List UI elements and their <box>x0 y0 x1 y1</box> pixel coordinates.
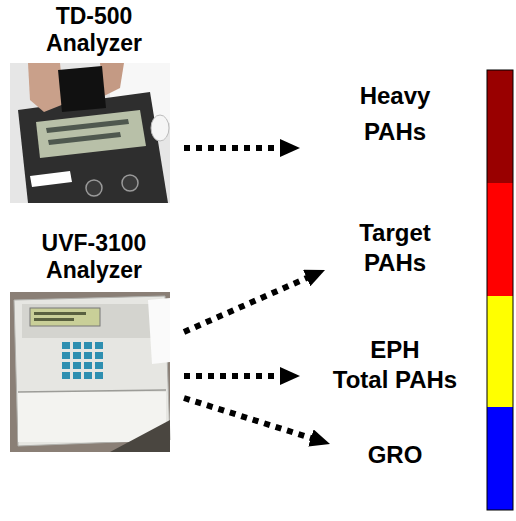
cuvette-holder <box>58 66 106 112</box>
photo-slot <box>4 63 184 203</box>
lcd-line <box>46 119 129 133</box>
keypad <box>95 352 103 359</box>
keypad <box>95 362 103 369</box>
keypad <box>62 362 70 369</box>
device-heading: UVF-3100 Analyzer <box>4 230 184 284</box>
text-line: Heavy <box>300 78 490 114</box>
keypad <box>73 342 81 349</box>
paper <box>148 298 170 364</box>
bar-segment <box>487 296 513 407</box>
dotted-arrow <box>184 145 282 151</box>
keypad <box>73 372 81 379</box>
keypad <box>73 362 81 369</box>
device-body <box>14 296 170 446</box>
result-text: Heavy PAHs <box>300 78 490 150</box>
keypad <box>73 352 81 359</box>
panel-edge <box>18 390 166 392</box>
dotted-arrow <box>184 373 282 379</box>
text-line: PAHs <box>325 248 465 278</box>
device-heading: TD-500 Analyzer <box>4 3 184 57</box>
keypad <box>62 342 103 379</box>
bar-segment <box>487 407 513 510</box>
text-line: TD-500 <box>4 3 184 30</box>
analyzer-photo: TD-500 Analyzer <box>4 3 184 203</box>
td500-photo <box>10 63 170 203</box>
text-line: Analyzer <box>4 257 184 284</box>
dotted-arrow <box>184 398 313 439</box>
result-label: Target PAHs <box>325 218 465 278</box>
lcd-screen <box>30 308 100 326</box>
keypad <box>62 342 70 349</box>
lcd-line <box>34 312 86 315</box>
keypad <box>95 372 103 379</box>
top-panel <box>22 304 162 338</box>
color-bar <box>487 70 513 510</box>
photo-ground <box>10 63 170 203</box>
photo-ground <box>10 292 170 452</box>
text-line: Total PAHs <box>300 365 490 395</box>
keypad <box>84 342 92 349</box>
result-text: Target PAHs <box>325 218 465 278</box>
text-line: Analyzer <box>4 30 184 57</box>
keypad <box>84 372 92 379</box>
text-line: UVF-3100 <box>4 230 184 257</box>
dotted-arrow <box>184 277 309 332</box>
result-label: Heavy PAHs <box>300 78 490 150</box>
keypad <box>84 362 92 369</box>
table <box>110 420 170 452</box>
lcd-screen <box>36 110 146 158</box>
bar-segment <box>487 183 513 296</box>
cuvette-cap <box>151 115 169 141</box>
result-text: EPH Total PAHs <box>300 335 490 395</box>
bar-outline <box>487 70 513 510</box>
uvf3100-photo <box>10 292 170 452</box>
button <box>122 175 138 191</box>
result-label: EPH Total PAHs <box>300 335 490 395</box>
keypad <box>84 352 92 359</box>
text-line: EPH <box>300 335 490 365</box>
result-label: GRO <box>330 440 460 470</box>
keypad <box>95 342 103 349</box>
lcd-line <box>48 132 121 145</box>
text-line: Target <box>325 218 465 248</box>
text-line: PAHs <box>300 114 490 150</box>
analyzer-photo: UVF-3100 Analyzer <box>4 230 184 452</box>
logo-plate <box>30 171 72 187</box>
button <box>86 180 102 196</box>
bar-segment <box>487 70 513 183</box>
keypad <box>62 352 70 359</box>
photo-slot <box>4 292 184 452</box>
keypad <box>62 372 70 379</box>
result-text: GRO <box>330 440 460 470</box>
lcd-line <box>34 318 74 321</box>
